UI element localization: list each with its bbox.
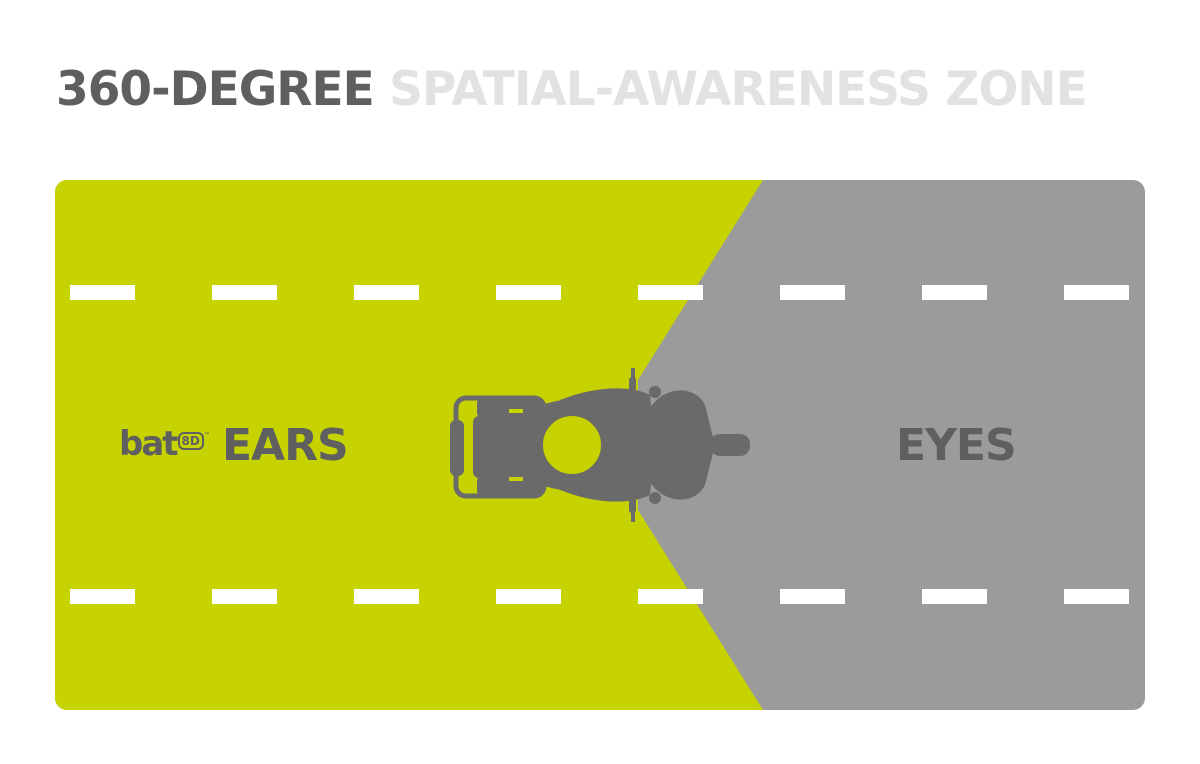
lane-dash <box>1064 285 1129 300</box>
ears-zone-label: EARS <box>222 420 349 471</box>
trademark-mark: ™ <box>203 432 210 439</box>
page-title: 360-DEGREE SPATIAL-AWARENESS ZONE <box>56 58 1088 122</box>
lane-dash <box>354 285 419 300</box>
lane-dash <box>638 589 703 604</box>
ears-zone <box>55 180 763 710</box>
lane-dash <box>638 285 703 300</box>
eyes-zone-label: EYES <box>896 420 1017 471</box>
lane-dash <box>1064 589 1129 604</box>
title-part-spatial-awareness-zone: SPATIAL-AWARENESS ZONE <box>389 62 1088 117</box>
lane-dash <box>496 589 561 604</box>
road-diagram <box>55 180 1145 710</box>
road-svg <box>55 180 1145 710</box>
lane-dash <box>354 589 419 604</box>
lane-markings-bottom <box>70 589 1129 604</box>
title-part-360-degree: 360-DEGREE <box>56 62 375 117</box>
lane-dash <box>212 589 277 604</box>
lane-markings-top <box>70 285 1129 300</box>
lane-dash <box>922 589 987 604</box>
lane-dash <box>496 285 561 300</box>
lane-dash <box>70 589 135 604</box>
brand-name: bat <box>119 424 179 464</box>
lane-dash <box>922 285 987 300</box>
lane-dash <box>780 589 845 604</box>
lane-dash <box>212 285 277 300</box>
lane-dash <box>780 285 845 300</box>
brand-suffix: 8D <box>177 432 204 450</box>
motorcycle-top-view-icon <box>450 368 750 522</box>
lane-dash <box>70 285 135 300</box>
